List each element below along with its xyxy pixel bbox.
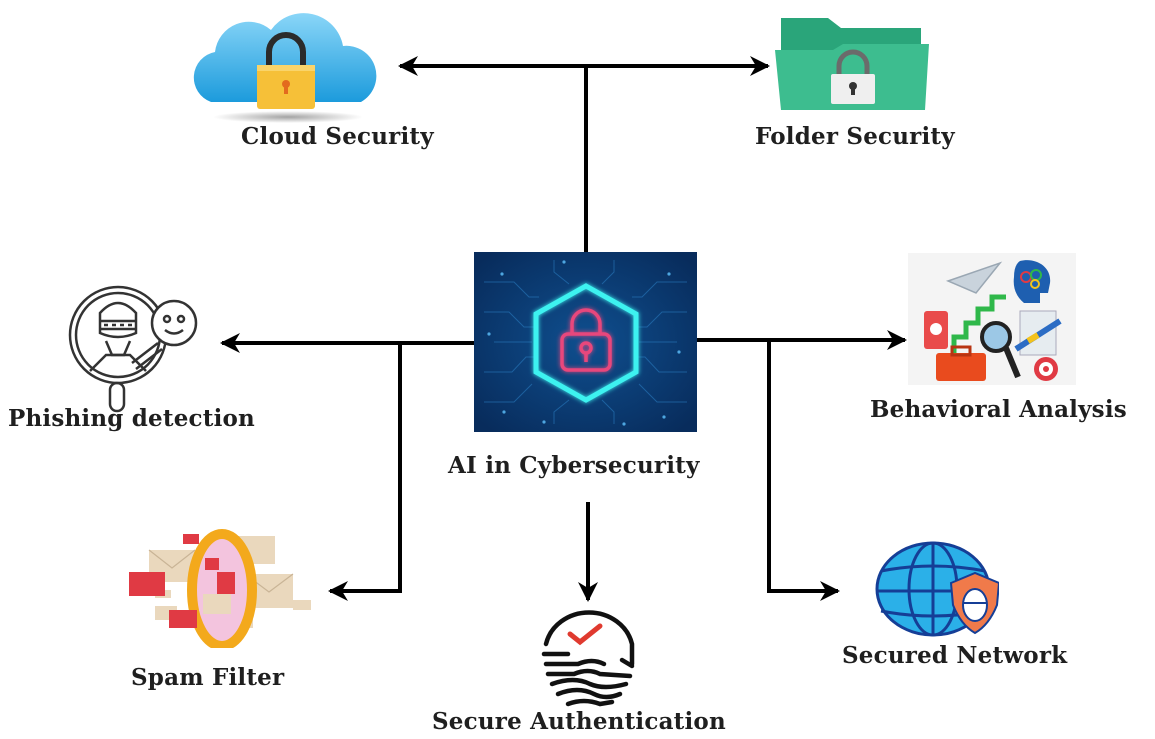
center-label: AI in Cybersecurity xyxy=(448,452,700,479)
envelopes-filter-ring-icon xyxy=(129,529,311,648)
secure-authentication-label: Secure Authentication xyxy=(432,708,726,735)
phishing-detection-label: Phishing detection xyxy=(8,405,255,432)
secured-network-label: Secured Network xyxy=(842,642,1068,669)
folder-padlock-icon xyxy=(775,18,929,110)
neon-hexagon-padlock-icon xyxy=(474,252,697,432)
globe-shield-icon xyxy=(875,541,999,637)
behavior-analytics-collage-icon xyxy=(908,253,1076,385)
behavioral-analysis-label: Behavioral Analysis xyxy=(870,396,1127,423)
edge-to-secured-network xyxy=(767,340,840,601)
folder-security-label: Folder Security xyxy=(755,123,955,150)
spam-filter-label: Spam Filter xyxy=(131,664,285,691)
cloud-padlock-icon xyxy=(193,13,377,123)
cloud-security-label: Cloud Security xyxy=(241,123,434,150)
fingerprint-check-icon xyxy=(541,610,635,707)
phishing-mask-magnifier-icon xyxy=(68,285,198,413)
edge-to-spam-filter xyxy=(328,343,402,601)
